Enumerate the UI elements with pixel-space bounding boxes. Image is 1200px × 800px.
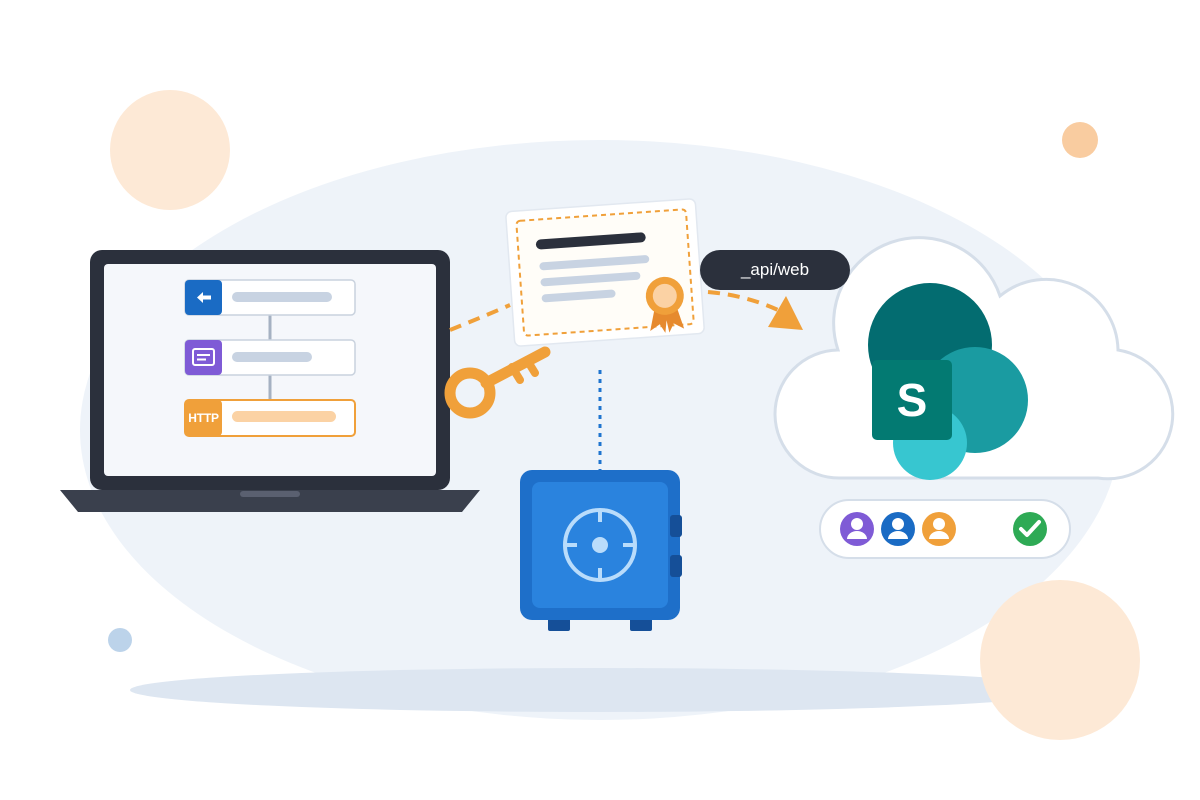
user-icon-purple	[840, 512, 874, 546]
decor-circle-peach-large	[110, 90, 230, 210]
decor-circle-peach-bottom	[980, 580, 1140, 740]
laptop-base	[60, 490, 480, 512]
dashed-path-certificate-to-cloud	[707, 290, 779, 312]
api-endpoint-label: _api/web	[700, 250, 850, 290]
vault-safe-icon	[520, 470, 682, 631]
arrow-head-icon	[768, 296, 803, 330]
decor-circle-orange-small	[1062, 122, 1098, 158]
user-icon-orange	[922, 512, 956, 546]
sharepoint-letter: S	[896, 374, 928, 426]
flow-step-compose	[184, 339, 356, 376]
laptop-trackpad-notch	[240, 491, 300, 497]
access-status-pill	[819, 499, 1071, 559]
message-box-icon	[192, 348, 215, 366]
sharepoint-logo-icon	[868, 283, 1028, 480]
vault-dial	[563, 508, 637, 582]
http-step-label: HTTP	[188, 411, 219, 425]
flow-step-trigger	[184, 279, 356, 316]
dashed-path-laptop-to-certificate	[449, 303, 511, 332]
ground-shadow	[130, 668, 1070, 712]
decor-circle-blue-small	[108, 628, 132, 652]
check-circle-icon	[1013, 512, 1047, 546]
flow-step-http	[184, 399, 356, 437]
certificate-icon	[505, 198, 705, 347]
user-icon-blue	[881, 512, 915, 546]
laptop	[60, 250, 480, 512]
certificate-seal	[645, 276, 685, 333]
arrow-left-icon	[197, 292, 211, 303]
key-icon	[444, 346, 551, 419]
